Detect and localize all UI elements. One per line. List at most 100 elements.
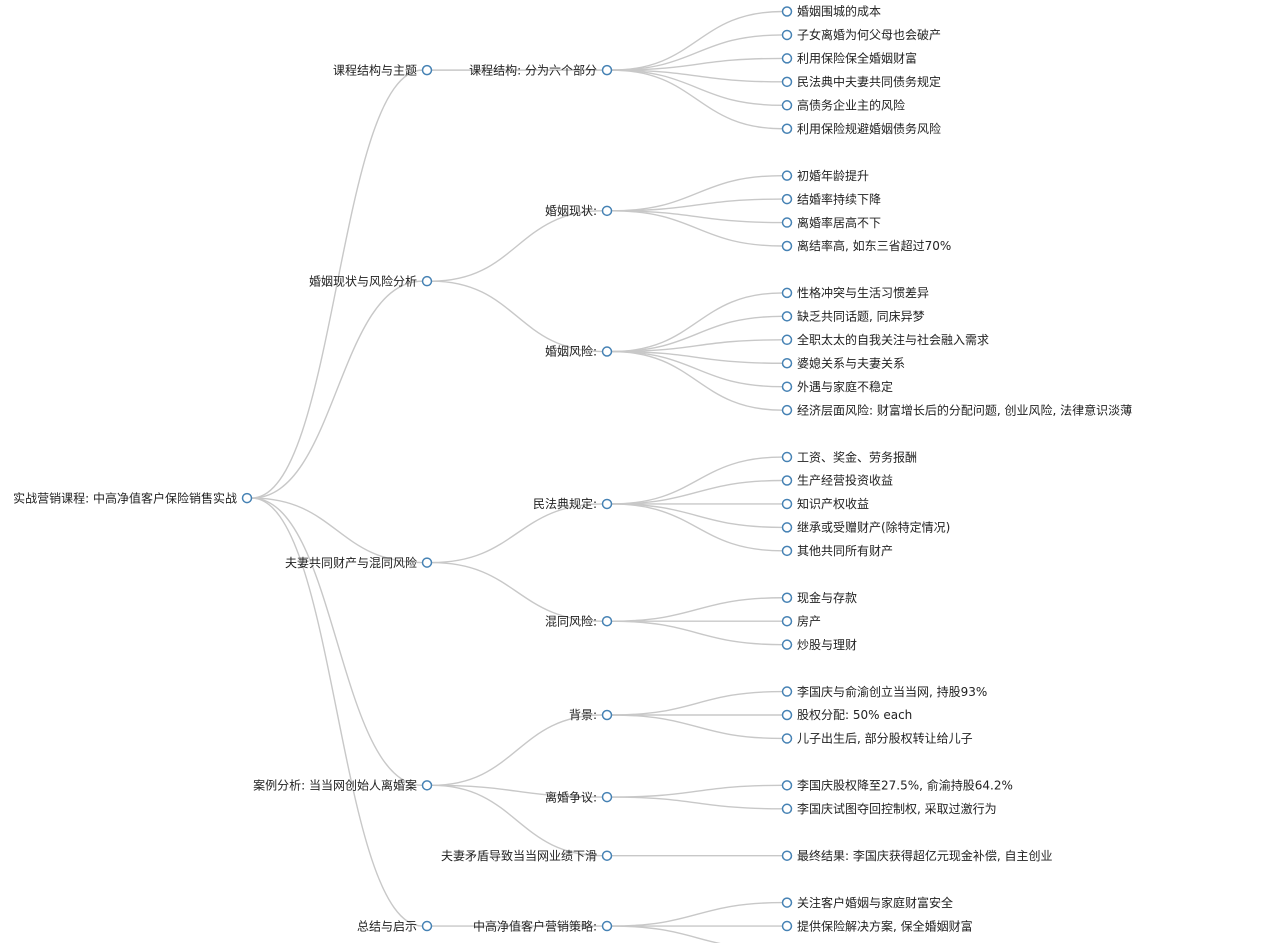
node-toggle-circle[interactable] <box>781 733 793 744</box>
node-toggle-circle[interactable] <box>781 522 793 533</box>
tree-node[interactable]: 婚姻现状: <box>545 203 613 218</box>
tree-node[interactable]: 经济层面风险: 财富增长后的分配问题, 创业风险, 法律意识淡薄 <box>781 402 1133 417</box>
tree-node[interactable]: 利用保险保全婚姻财富 <box>781 51 918 66</box>
tree-node[interactable]: 强调法律意识与风险规划的重要性 <box>783 942 978 943</box>
root-node[interactable]: 实战营销课程: 中高净值客户保险销售实战 <box>13 490 253 505</box>
tree-node[interactable]: 股权分配: 50% each <box>781 708 913 722</box>
tree-node[interactable]: 高债务企业主的风险 <box>781 98 906 113</box>
node-toggle-circle[interactable] <box>421 64 433 76</box>
node-toggle-circle[interactable] <box>781 850 793 861</box>
tree-node[interactable]: 离婚争议: <box>545 789 613 804</box>
tree-node[interactable]: 民法典中夫妻共同债务规定 <box>781 74 942 89</box>
node-toggle-circle[interactable] <box>601 498 613 510</box>
tree-node[interactable]: 炒股与理财 <box>781 638 858 652</box>
node-toggle-circle[interactable] <box>601 64 613 76</box>
tree-node[interactable]: 结婚率持续下降 <box>781 191 882 206</box>
node-toggle-circle[interactable] <box>781 29 793 41</box>
node-toggle-circle[interactable] <box>781 920 793 932</box>
tree-node[interactable]: 课程结构与主题 <box>333 62 433 77</box>
node-toggle-circle[interactable] <box>421 780 433 791</box>
tree-node[interactable]: 生产经营投资收益 <box>781 473 894 488</box>
node-toggle-circle[interactable] <box>421 275 433 287</box>
tree-node[interactable]: 子女离婚为何父母也会破产 <box>781 27 942 42</box>
node-toggle-circle[interactable] <box>601 615 613 627</box>
tree-node[interactable]: 提供保险解决方案, 保全婚姻财富 <box>781 918 973 933</box>
tree-node[interactable]: 房产 <box>781 613 822 628</box>
node-toggle-circle[interactable] <box>781 615 793 627</box>
node-toggle-circle[interactable] <box>781 545 793 557</box>
node-toggle-circle[interactable] <box>781 780 793 791</box>
node-toggle-circle[interactable] <box>781 803 793 815</box>
tree-node[interactable]: 缺乏共同话题, 同床异梦 <box>781 309 925 324</box>
node-toggle-circle[interactable] <box>781 709 793 721</box>
node-label: 炒股与理财 <box>797 638 857 652</box>
nodes-layer: 婚姻围城的成本子女离婚为何父母也会破产利用保险保全婚姻财富民法典中夫妻共同债务规… <box>13 4 1132 943</box>
node-toggle-circle[interactable] <box>601 205 613 217</box>
tree-node[interactable]: 关注客户婚姻与家庭财富安全 <box>781 895 954 910</box>
node-toggle-circle[interactable] <box>421 920 433 932</box>
node-toggle-circle[interactable] <box>781 100 793 111</box>
node-toggle-circle[interactable] <box>781 170 793 181</box>
node-toggle-circle[interactable] <box>781 451 793 463</box>
node-toggle-circle[interactable] <box>781 53 793 64</box>
node-toggle-circle[interactable] <box>601 346 613 357</box>
tree-node[interactable]: 继承或受赠财产(除特定情况) <box>781 520 951 535</box>
tree-node[interactable]: 离结率高, 如东三省超过70% <box>781 238 952 253</box>
node-toggle-circle[interactable] <box>781 334 793 346</box>
tree-node[interactable]: 民法典规定: <box>533 496 613 511</box>
node-toggle-circle[interactable] <box>781 475 793 486</box>
node-toggle-circle[interactable] <box>781 123 793 134</box>
node-toggle-circle[interactable] <box>781 76 793 88</box>
tree-node[interactable]: 离婚率居高不下 <box>781 215 882 230</box>
tree-node[interactable]: 李国庆股权降至27.5%, 俞渝持股64.2% <box>781 778 1013 793</box>
node-toggle-circle[interactable] <box>781 897 793 908</box>
tree-node[interactable]: 婚姻围城的成本 <box>781 4 882 19</box>
node-toggle-circle[interactable] <box>781 287 793 299</box>
node-toggle-circle[interactable] <box>781 686 793 697</box>
tree-node[interactable]: 初婚年龄提升 <box>781 168 870 183</box>
node-toggle-circle[interactable] <box>601 791 613 803</box>
node-toggle-circle[interactable] <box>421 557 433 568</box>
tree-node[interactable]: 婚姻风险: <box>545 344 613 359</box>
node-toggle-circle[interactable] <box>781 217 793 228</box>
tree-node[interactable]: 李国庆与俞渝创立当当网, 持股93% <box>781 684 988 699</box>
tree-node[interactable]: 知识产权收益 <box>781 497 870 511</box>
node-toggle-circle[interactable] <box>781 311 793 322</box>
tree-node[interactable]: 混同风险: <box>545 613 613 628</box>
node-toggle-circle[interactable] <box>601 920 613 932</box>
tree-node[interactable]: 婚姻现状与风险分析 <box>309 273 433 288</box>
tree-node[interactable]: 儿子出生后, 部分股权转让给儿子 <box>781 731 973 746</box>
node-toggle-circle[interactable] <box>781 404 793 416</box>
tree-node[interactable]: 婆媳关系与夫妻关系 <box>781 355 906 370</box>
tree-node[interactable]: 总结与启示 <box>357 919 433 933</box>
node-toggle-circle[interactable] <box>781 6 793 17</box>
node-toggle-circle[interactable] <box>781 639 793 650</box>
tree-node[interactable]: 夫妻矛盾导致当当网业绩下滑 <box>441 849 613 863</box>
node-toggle-circle[interactable] <box>601 850 613 861</box>
edge <box>611 690 783 716</box>
tree-node[interactable]: 李国庆试图夺回控制权, 采取过激行为 <box>781 801 997 816</box>
tree-node[interactable]: 现金与存款 <box>781 590 858 605</box>
tree-node[interactable]: 利用保险规避婚姻债务风险 <box>781 121 942 136</box>
tree-node[interactable]: 案例分析: 当当网创始人离婚案 <box>253 778 433 793</box>
tree-node[interactable]: 夫妻共同财产与混同风险 <box>285 555 433 570</box>
edge <box>611 901 783 927</box>
node-toggle-circle[interactable] <box>601 709 613 721</box>
node-toggle-circle[interactable] <box>781 381 793 392</box>
node-toggle-circle[interactable] <box>241 492 253 504</box>
node-toggle-circle[interactable] <box>781 358 793 369</box>
tree-node[interactable]: 工资、奖金、劳务报酬 <box>781 449 918 464</box>
tree-node[interactable]: 外遇与家庭不稳定 <box>781 379 894 394</box>
node-toggle-circle[interactable] <box>781 592 793 603</box>
tree-node[interactable]: 背景: <box>569 708 613 722</box>
tree-node[interactable]: 课程结构: 分为六个部分 <box>469 62 613 77</box>
node-toggle-circle[interactable] <box>781 193 793 205</box>
node-toggle-circle[interactable] <box>781 498 793 510</box>
tree-node[interactable]: 性格冲突与生活习惯差异 <box>781 285 930 300</box>
tree-node[interactable]: 全职太太的自我关注与社会融入需求 <box>781 332 990 347</box>
node-toggle-circle[interactable] <box>781 240 793 252</box>
edge <box>431 784 603 798</box>
tree-node[interactable]: 最终结果: 李国庆获得超亿元现金补偿, 自主创业 <box>781 848 1053 863</box>
tree-node[interactable]: 中高净值客户营销策略: <box>473 918 613 933</box>
tree-node[interactable]: 其他共同所有财产 <box>781 544 894 558</box>
